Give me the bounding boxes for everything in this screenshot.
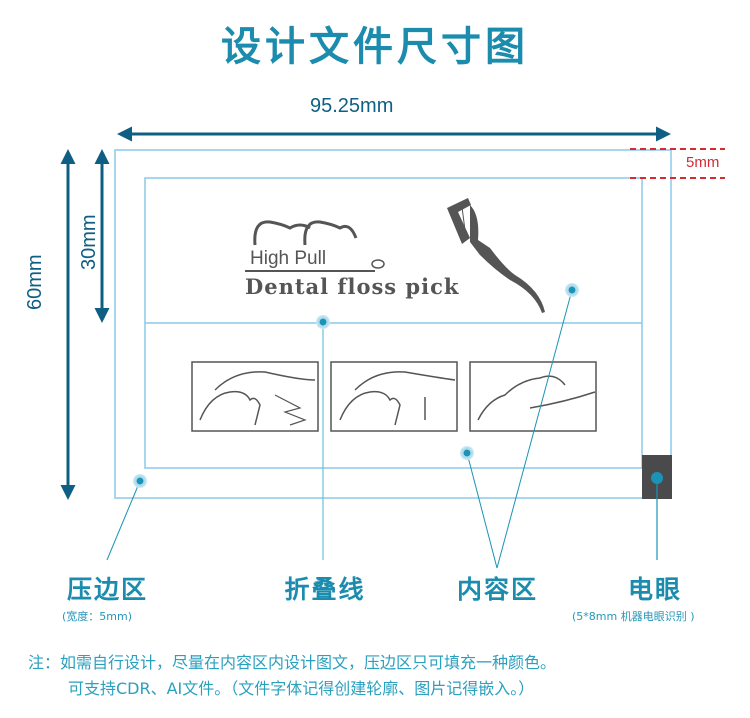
callout-line-bleed — [106, 480, 141, 561]
fold-marker-dot — [316, 315, 330, 329]
label-eye-mark: 电眼 — [627, 575, 682, 604]
note-line-1: 注：如需自行设计，尽量在内容区内设计图文，压边区只可填充一种颜色。 — [28, 653, 557, 672]
instruction-panel-2 — [330, 361, 458, 432]
floss-pick-icon — [447, 198, 545, 313]
bleed-marker-dot — [133, 474, 147, 488]
width-label: 95.25mm — [310, 95, 394, 117]
teeth-logo-icon — [253, 220, 358, 246]
bleed-width-label: 5mm — [686, 154, 720, 171]
label-content-area: 内容区 — [456, 575, 538, 604]
callout-line-content-1 — [466, 452, 498, 569]
brand-dental-floss-pick: Dental floss pick — [245, 274, 460, 299]
callout-line-content-2 — [496, 289, 573, 569]
content-marker-dot-2 — [565, 283, 579, 297]
height-30-label: 30mm — [78, 214, 100, 270]
content-marker-dot-1 — [460, 446, 474, 460]
instruction-panel-1 — [191, 361, 319, 432]
eye-marker-dot — [651, 472, 663, 484]
label-eye-mark-sub: (5*8mm 机器电眼识别 ) — [572, 610, 695, 623]
height-60-label: 60mm — [24, 254, 46, 310]
brand-high-pull: High Pull — [250, 248, 327, 269]
outer-edge — [114, 149, 672, 499]
note-line-2: 可支持CDR、AI文件。（文件字体记得创建轮廓、图片记得嵌入。） — [68, 679, 535, 698]
label-bleed-area: 压边区 — [66, 575, 148, 604]
label-bleed-area-sub: (宽度：5mm) — [62, 610, 133, 623]
page-title: 设计文件尺寸图 — [221, 24, 529, 70]
mirror-icon — [371, 259, 385, 269]
instruction-panel-3 — [469, 361, 597, 432]
label-fold-line: 折叠线 — [284, 575, 366, 604]
